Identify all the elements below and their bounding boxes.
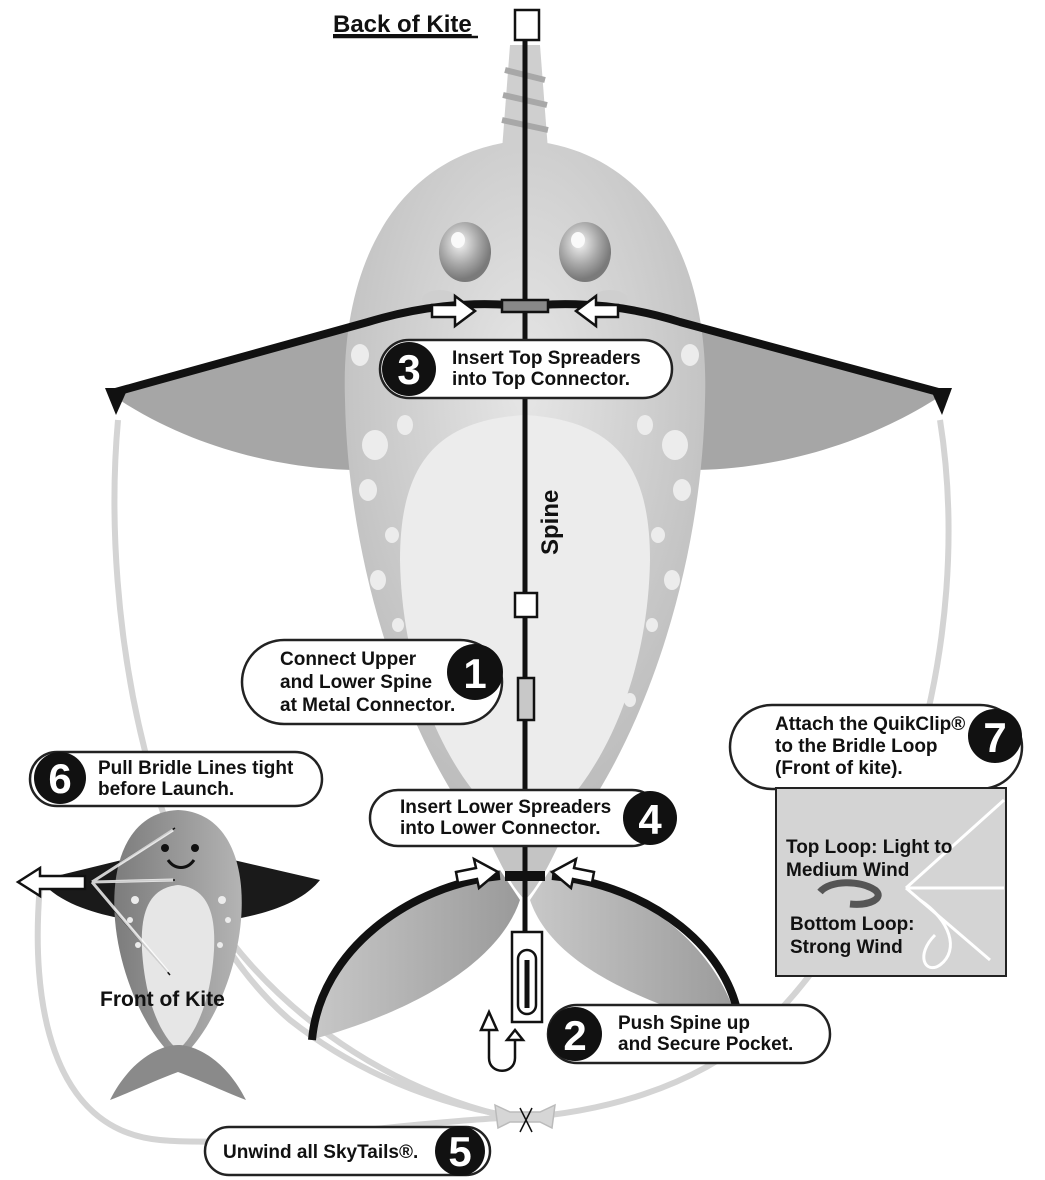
step-text: and Lower Spine (280, 672, 432, 693)
step-2-callout: 2 Push Spine up and Secure Pocket. (548, 1005, 830, 1063)
bottom-loop-text: Strong Wind (790, 937, 903, 958)
step-text: Unwind all SkyTails®. (223, 1142, 418, 1163)
top-loop-text: Medium Wind (786, 860, 909, 881)
top-connector (502, 300, 548, 312)
right-wing-tip (930, 388, 952, 415)
step-number: 1 (463, 650, 486, 697)
step-text: and Secure Pocket. (618, 1034, 793, 1055)
step-7-callout: 7 Attach the QuikClip® to the Bridle Loo… (730, 705, 1022, 789)
back-of-kite-label: Back of Kite (333, 11, 472, 38)
step-5-callout: 5 Unwind all SkyTails®. (205, 1126, 490, 1176)
step-3-callout: 3 Insert Top Spreaders into Top Connecto… (380, 340, 672, 398)
right-eye (559, 222, 611, 282)
step-text: Connect Upper (280, 649, 417, 670)
front-kite-illustration: Front of Kite (18, 810, 320, 1100)
step-number: 5 (448, 1128, 471, 1175)
step-1-callout: 1 Connect Upper and Lower Spine at Metal… (242, 640, 503, 724)
front-of-kite-label: Front of Kite (100, 988, 225, 1011)
step-text: Attach the QuikClip® (775, 714, 965, 735)
step-text: before Launch. (98, 779, 234, 800)
metal-connector (518, 678, 534, 720)
step-number: 6 (48, 755, 71, 802)
step-number: 2 (563, 1012, 586, 1059)
step-text: to the Bridle Loop (775, 736, 938, 757)
step-text: at Metal Connector. (280, 695, 455, 716)
step-text: into Lower Connector. (400, 818, 601, 839)
lower-connector (505, 871, 545, 881)
step-number: 3 (397, 346, 420, 393)
step-text: (Front of kite). (775, 758, 903, 779)
spine-joint (515, 593, 537, 617)
step-text: into Top Connector. (452, 369, 630, 390)
left-eye (439, 222, 491, 282)
step-4-callout: 4 Insert Lower Spreaders into Lower Conn… (370, 790, 677, 846)
step-text: Insert Lower Spreaders (400, 797, 611, 818)
step-number: 7 (983, 714, 1006, 761)
skytail-knot (495, 1105, 555, 1132)
top-loop-text: Top Loop: Light to (786, 837, 952, 858)
spine-top-cap (515, 10, 539, 40)
step-text: Pull Bridle Lines tight (98, 758, 294, 779)
step-text: Insert Top Spreaders (452, 348, 641, 369)
spine-pocket (512, 932, 542, 1022)
bottom-loop-text: Bottom Loop: (790, 914, 915, 935)
step-number: 4 (638, 796, 662, 843)
quikclip-inset: Top Loop: Light to Medium Wind Bottom Lo… (776, 788, 1006, 976)
step-6-callout: 6 Pull Bridle Lines tight before Launch. (30, 752, 322, 806)
step-text: Push Spine up (618, 1013, 750, 1034)
spine-label: Spine (537, 490, 564, 555)
